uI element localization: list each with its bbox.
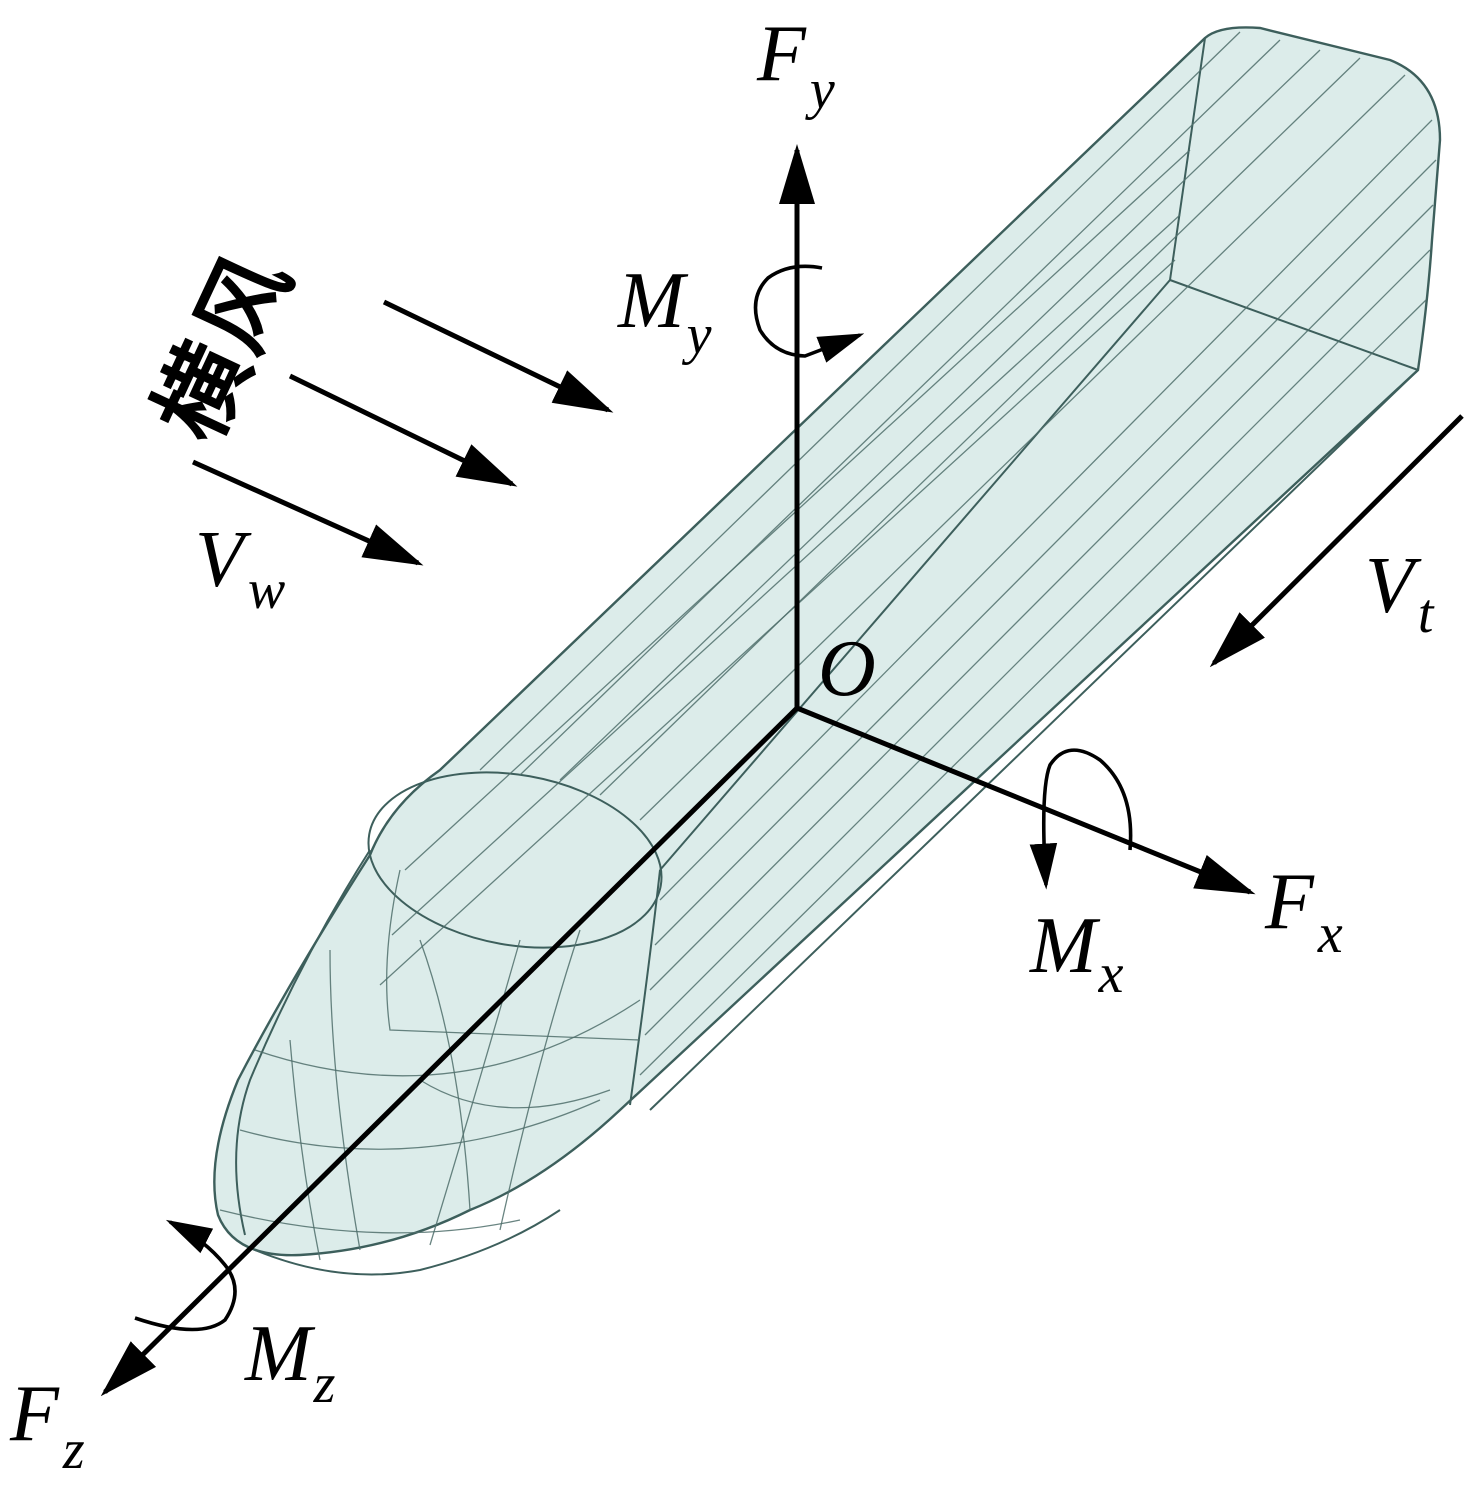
label-vt: Vt: [1365, 542, 1435, 645]
nose-bottom: [254, 1209, 561, 1276]
train-velocity-arrow: [1209, 414, 1464, 668]
x-axis-arrow: [796, 705, 1256, 895]
crosswind-arrow-2: [288, 373, 518, 487]
label-vw: Vw: [195, 516, 285, 621]
rear-end-face: [1169, 279, 1419, 371]
label-fz: Fz: [9, 1370, 85, 1481]
label-mz: Mz: [244, 1310, 336, 1415]
axes: [100, 144, 1256, 1397]
moment-arcs: [134, 264, 1133, 1332]
label-fy: Fy: [756, 10, 835, 121]
roof-edge-top: [439, 37, 1206, 771]
label-mx: Mx: [1029, 902, 1124, 1005]
labels: Fy My O Fx Mx Fz Mz Vw Vt 横 风: [9, 10, 1435, 1481]
label-crosswind: 横 风: [135, 239, 312, 456]
nose-profile-2: [629, 869, 661, 1106]
label-fx: Fx: [1264, 858, 1343, 965]
crosswind-arrows: [191, 299, 614, 566]
side-crease: [649, 369, 1419, 1111]
crosswind-arrow-3: [191, 459, 424, 566]
label-origin: O: [818, 625, 876, 713]
nose-profile-1: [235, 849, 371, 1236]
crosswind-arrow-1: [382, 299, 614, 413]
label-my: My: [617, 257, 712, 366]
moment-z-arc: [134, 1219, 237, 1332]
roof-edge-right: [1169, 37, 1206, 281]
train-body: [213, 26, 1442, 1276]
cab-window: [367, 771, 663, 949]
moment-y-arc: [753, 264, 865, 363]
moment-x-arc: [1029, 748, 1133, 890]
z-axis-arrow: [100, 706, 799, 1397]
roof-rear-line: [659, 279, 1171, 871]
